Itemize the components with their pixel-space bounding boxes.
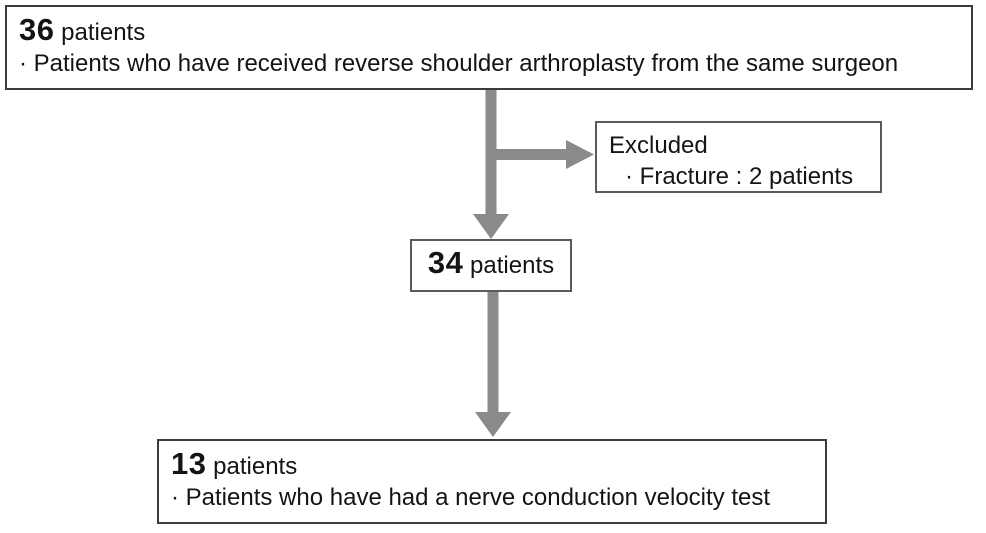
initial-cohort-box: 36 patients · Patients who have received… bbox=[5, 5, 973, 90]
remaining-cohort-count-suffix: patients bbox=[470, 252, 555, 279]
excluded-title: Excluded bbox=[609, 132, 708, 159]
final-cohort-description: · Patients who have had a nerve conducti… bbox=[171, 484, 771, 511]
excluded-box: Excluded · Fracture : 2 patients bbox=[595, 121, 882, 193]
initial-cohort-count-suffix: patients bbox=[61, 19, 146, 46]
final-cohort-count: 13 bbox=[171, 446, 207, 481]
excluded-reason: · Fracture : 2 patients bbox=[625, 163, 854, 190]
final-cohort-count-line: 13 patients bbox=[171, 448, 813, 482]
final-cohort-count-suffix: patients bbox=[213, 453, 298, 480]
initial-cohort-count-line: 36 patients bbox=[19, 14, 959, 48]
remaining-cohort-count: 34 bbox=[427, 245, 464, 280]
down-arrow-top bbox=[473, 89, 509, 239]
remaining-cohort-box: 34 patients bbox=[410, 239, 572, 292]
excluded-branch-arrow bbox=[491, 140, 594, 169]
down-arrow-bottom bbox=[475, 292, 511, 437]
initial-cohort-description: · Patients who have received reverse sho… bbox=[19, 50, 899, 77]
initial-cohort-count: 36 bbox=[19, 12, 55, 47]
final-cohort-box: 13 patients · Patients who have had a ne… bbox=[157, 439, 827, 524]
